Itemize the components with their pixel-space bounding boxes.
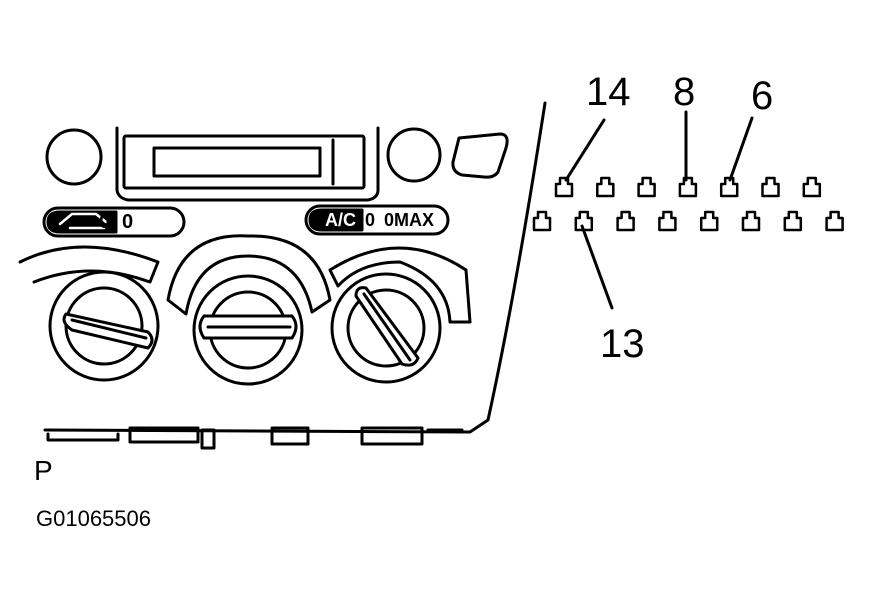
connector-pin-top-1: [554, 176, 574, 198]
callout-14: 14: [586, 70, 631, 114]
middle-knob-arch: [166, 234, 332, 316]
display-frame: [122, 134, 366, 190]
leader-line-13: [580, 224, 614, 310]
ac-max-button: [304, 204, 450, 236]
connector-pin-bottom-1: [532, 210, 552, 232]
callout-8: 8: [673, 70, 696, 114]
lower-trim: [46, 432, 120, 442]
connector-pin-bottom-8: [825, 210, 844, 232]
connector-pin-bottom-4: [658, 210, 677, 232]
connector-pin-bottom-2: [574, 210, 594, 232]
connector-pin-bottom-6: [741, 210, 761, 232]
recirc-indicator-right: 0: [122, 211, 134, 233]
left-knob-arch: [18, 245, 160, 284]
connector-pin-top-5: [719, 176, 739, 198]
figure-id: G01065506: [36, 506, 151, 531]
connector-pin-top-6: [761, 176, 780, 198]
connector-pin-top-2: [596, 176, 615, 198]
callout-13: 13: [600, 322, 645, 366]
leader-line-6: [728, 116, 754, 182]
right-knob-arch: [328, 246, 472, 324]
connector-pin-bottom-5: [699, 210, 719, 232]
middle-knob-outer: [192, 274, 304, 386]
max-indicator: 0MAX: [384, 210, 435, 230]
callout-6: 6: [751, 74, 774, 118]
ac-indicator: 0: [365, 210, 376, 230]
corner-button: [451, 132, 509, 179]
view-letter: P: [34, 455, 53, 486]
leader-line-14: [564, 118, 606, 182]
left-knob-handle: [62, 312, 154, 350]
ac-button-label: A/C: [325, 210, 356, 230]
right-knob-outer: [330, 272, 442, 384]
connector-pin-top-3: [637, 176, 656, 198]
connector-pins: [532, 176, 844, 232]
panel-outline: [43, 101, 547, 434]
display-window: [152, 146, 322, 178]
display-housing: [115, 126, 380, 202]
connector-pin-bottom-7: [783, 210, 803, 232]
recirc-indicator: 0: [99, 211, 111, 233]
connector-pin-bottom-3: [616, 210, 635, 232]
connector-pin-top-7: [802, 176, 822, 198]
left-knob-outer: [48, 270, 160, 382]
left-round-button: [45, 128, 103, 186]
right-round-button: [386, 127, 442, 183]
recirc-button: [42, 206, 186, 238]
connector-pin-top-4: [678, 176, 698, 198]
